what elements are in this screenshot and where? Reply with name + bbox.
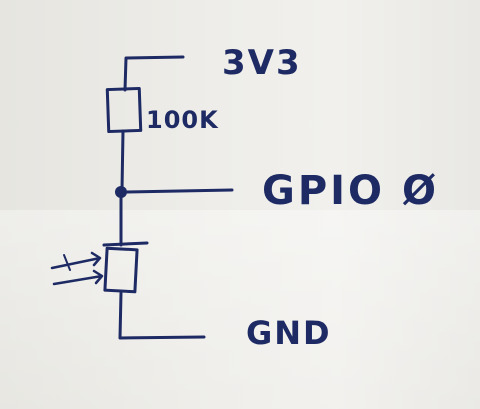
junction-node xyxy=(115,186,127,198)
light-arrow-upper-icon xyxy=(50,251,102,270)
ldr-top-bar xyxy=(102,241,149,247)
gpio-label: GPIO Ø xyxy=(262,168,439,214)
wire-to-node xyxy=(120,129,125,192)
light-arrow-lower-icon xyxy=(52,269,104,286)
supply-label: 3V3 xyxy=(222,43,302,83)
light-ray-icon xyxy=(63,254,71,271)
paper-fold-shading xyxy=(0,210,480,409)
light-dependent-resistor xyxy=(103,246,139,294)
resistor-value-label: 100K xyxy=(146,106,219,134)
resistor-100k xyxy=(105,86,143,134)
supply-wire xyxy=(123,55,185,92)
gpio-wire xyxy=(124,188,234,194)
ground-label: GND xyxy=(246,314,332,352)
ground-wire xyxy=(118,291,206,340)
